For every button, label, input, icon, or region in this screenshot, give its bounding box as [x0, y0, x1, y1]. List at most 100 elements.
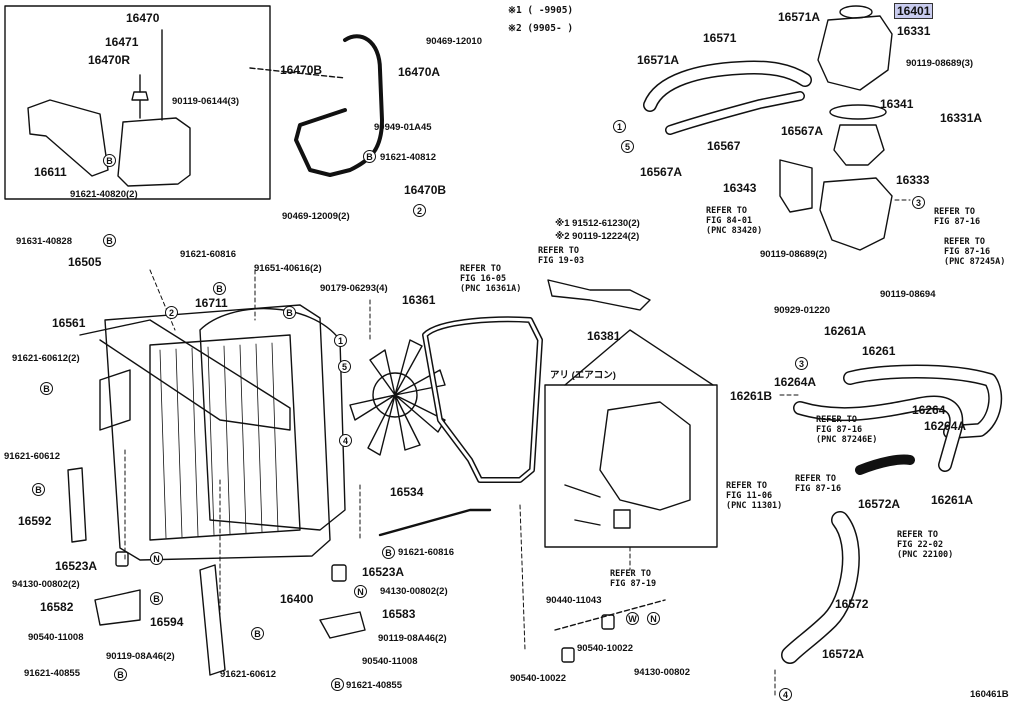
- part-label-90119-08A46-2-mid[interactable]: 90119-08A46(2): [378, 633, 447, 644]
- marker-b-8[interactable]: B: [382, 546, 395, 559]
- part-label-16572A-bot[interactable]: 16572A: [822, 647, 865, 661]
- part-label-16505[interactable]: 16505: [68, 255, 102, 269]
- part-label-91621-60816-bot[interactable]: 91621-60816: [398, 547, 454, 558]
- part-label-16470A[interactable]: 16470A: [398, 65, 441, 79]
- part-label-16343[interactable]: 16343: [723, 181, 757, 195]
- part-label-91631-40828[interactable]: 91631-40828: [16, 236, 72, 247]
- part-label-91621-60816-top[interactable]: 91621-60816: [180, 249, 236, 260]
- part-label-90929-01220[interactable]: 90929-01220: [774, 305, 830, 316]
- part-label-16594[interactable]: 16594: [150, 615, 184, 629]
- part-label-90469-12009-2[interactable]: 90469-12009(2): [282, 211, 350, 222]
- part-label-16523A-mid[interactable]: 16523A: [362, 565, 405, 579]
- part-label-16470R[interactable]: 16470R: [88, 53, 131, 67]
- marker-3-top[interactable]: 3: [912, 196, 925, 209]
- part-label-91621-40812[interactable]: 91621-40812: [380, 152, 436, 163]
- part-label-91621-60612-bot[interactable]: 91621-60612: [220, 669, 276, 680]
- part-label-16534[interactable]: 16534: [390, 485, 424, 499]
- part-label-94130-00802[interactable]: 94130-00802: [634, 667, 690, 678]
- marker-b-7[interactable]: B: [32, 483, 45, 496]
- part-label-91621-40820-2[interactable]: 91621-40820(2): [70, 189, 138, 200]
- part-label-91651-40616-2[interactable]: 91651-40616(2): [254, 263, 322, 274]
- marker-1-mid[interactable]: 1: [334, 334, 347, 347]
- marker-b-5[interactable]: B: [283, 306, 296, 319]
- ref-fig-22-02[interactable]: REFER TO FIG 22-02 (PNC 22100): [897, 530, 954, 560]
- ref-fig-87-16-b[interactable]: REFER TO FIG 87-16 (PNC 87245A): [944, 237, 1006, 267]
- part-label-16582[interactable]: 16582: [40, 600, 74, 614]
- part-label-16261B[interactable]: 16261B: [730, 389, 773, 403]
- part-label-91512-61230-2[interactable]: ※1 91512-61230(2): [555, 218, 640, 229]
- part-label-90540-10022-a[interactable]: 90540-10022: [510, 673, 566, 684]
- part-label-90119-08689-2[interactable]: 90119-08689(2): [760, 249, 828, 260]
- part-label-94130-00802-2-left[interactable]: 94130-00802(2): [12, 579, 80, 590]
- ref-fig-19-03[interactable]: REFER TO FIG 19-03: [538, 246, 585, 266]
- part-label-16264[interactable]: 16264: [912, 403, 946, 417]
- marker-2-top[interactable]: 2: [413, 204, 426, 217]
- part-label-16592[interactable]: 16592: [18, 514, 52, 528]
- part-label-90119-12224-2[interactable]: ※2 90119-12224(2): [555, 231, 640, 242]
- part-label-16561[interactable]: 16561: [52, 316, 86, 330]
- marker-1-top[interactable]: 1: [613, 120, 626, 133]
- part-label-90949-01A45[interactable]: 90949-01A45: [374, 122, 432, 133]
- part-label-16331A[interactable]: 16331A: [940, 111, 983, 125]
- part-label-90179-06293-4[interactable]: 90179-06293(4): [320, 283, 388, 294]
- part-label-16261A-top[interactable]: 16261A: [824, 324, 867, 338]
- part-label-16470B-bot[interactable]: 16470B: [404, 183, 447, 197]
- part-label-16264A-right[interactable]: 16264A: [924, 419, 967, 433]
- part-label-16711[interactable]: 16711: [195, 296, 228, 310]
- part-label-16470B-top[interactable]: 16470B: [280, 63, 323, 77]
- part-label-16571A-left[interactable]: 16571A: [637, 53, 680, 67]
- part-label-16401[interactable]: 16401: [893, 3, 934, 19]
- marker-b-12[interactable]: B: [331, 678, 344, 691]
- ref-fig-87-19[interactable]: REFER TO FIG 87-19: [610, 569, 657, 589]
- part-label-16470[interactable]: 16470: [126, 11, 160, 25]
- part-label-16523A-left[interactable]: 16523A: [55, 559, 98, 573]
- marker-b-4[interactable]: B: [213, 282, 226, 295]
- marker-n-1[interactable]: N: [150, 552, 163, 565]
- part-label-91621-40855-left[interactable]: 91621-40855: [24, 668, 80, 679]
- marker-b-9[interactable]: B: [150, 592, 163, 605]
- marker-n-2[interactable]: N: [354, 585, 367, 598]
- part-label-90469-12010[interactable]: 90469-12010: [426, 36, 482, 47]
- part-label-16611[interactable]: 16611: [34, 165, 67, 179]
- part-label-16471[interactable]: 16471: [105, 35, 139, 49]
- part-label-90440-11043[interactable]: 90440-11043: [546, 595, 602, 606]
- marker-b-11[interactable]: B: [114, 668, 127, 681]
- part-label-16331[interactable]: 16331: [897, 24, 931, 38]
- part-label-16264A-left[interactable]: 16264A: [774, 375, 817, 389]
- part-label-90119-08A46-2-left[interactable]: 90119-08A46(2): [106, 651, 175, 662]
- part-label-90119-08689-3[interactable]: 90119-08689(3): [906, 58, 974, 69]
- part-label-16571A-top[interactable]: 16571A: [778, 10, 821, 24]
- part-label-16261A-bot[interactable]: 16261A: [931, 493, 974, 507]
- marker-n-3[interactable]: N: [647, 612, 660, 625]
- marker-b-10[interactable]: B: [251, 627, 264, 640]
- part-label-91621-60612-left[interactable]: 91621-60612: [4, 451, 60, 462]
- ref-fig-84-01[interactable]: REFER TO FIG 84-01 (PNC 83420): [706, 206, 763, 236]
- part-label-16567A[interactable]: 16567A: [781, 124, 824, 138]
- part-label-16333[interactable]: 16333: [896, 173, 930, 187]
- marker-4-bot[interactable]: 4: [779, 688, 792, 701]
- part-label-16572[interactable]: 16572: [835, 597, 869, 611]
- marker-4-mid[interactable]: 4: [339, 434, 352, 447]
- part-label-94130-00802-2-mid[interactable]: 94130-00802(2): [380, 586, 448, 597]
- part-label-16361[interactable]: 16361: [402, 293, 436, 307]
- part-label-16572A-mid[interactable]: 16572A: [858, 497, 901, 511]
- part-label-16583[interactable]: 16583: [382, 607, 416, 621]
- marker-3-mid[interactable]: 3: [795, 357, 808, 370]
- marker-5-top[interactable]: 5: [621, 140, 634, 153]
- part-label-91621-40855-mid[interactable]: 91621-40855: [346, 680, 402, 691]
- part-label-16571[interactable]: 16571: [703, 31, 737, 45]
- marker-b-1[interactable]: B: [103, 234, 116, 247]
- part-label-16341[interactable]: 16341: [880, 97, 914, 111]
- part-label-91621-60612-2[interactable]: 91621-60612(2): [12, 353, 80, 364]
- marker-b-2[interactable]: B: [103, 154, 116, 167]
- ref-fig-11-06[interactable]: REFER TO FIG 11-06 (PNC 11301): [726, 481, 783, 511]
- marker-2-left[interactable]: 2: [165, 306, 178, 319]
- marker-5-mid[interactable]: 5: [338, 360, 351, 373]
- part-label-90540-10022-b[interactable]: 90540-10022: [577, 643, 633, 654]
- part-label-16567A-b[interactable]: 16567A: [640, 165, 683, 179]
- part-label-90540-11008-left[interactable]: 90540-11008: [28, 632, 84, 643]
- part-label-90119-08694[interactable]: 90119-08694: [880, 289, 936, 300]
- ref-fig-87-16-a[interactable]: REFER TO FIG 87-16: [934, 207, 981, 227]
- marker-b-6[interactable]: B: [40, 382, 53, 395]
- ref-fig-16-05[interactable]: REFER TO FIG 16-05 (PNC 16361A): [460, 264, 522, 294]
